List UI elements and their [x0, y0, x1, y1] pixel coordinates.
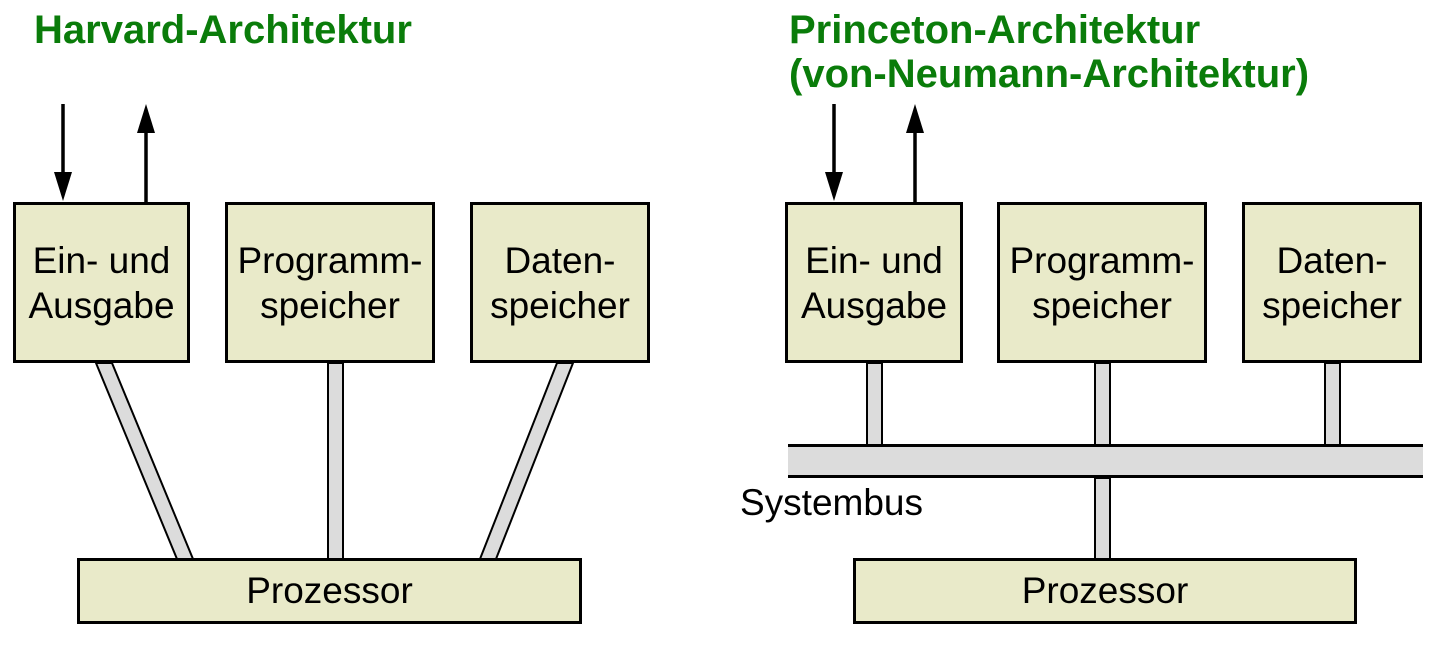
- princeton-title-line2: (von-Neumann-Architektur): [789, 52, 1310, 96]
- harvard-program-bus: [327, 362, 344, 560]
- systembus-label: Systembus: [740, 482, 924, 523]
- harvard-data-memory-box: Daten- speicher: [470, 202, 650, 363]
- princeton-title-line1: Princeton-Architektur: [789, 8, 1201, 52]
- princeton-title: Princeton-Architektur (von-Neumann-Archi…: [789, 8, 1309, 96]
- harvard-data-bus: [478, 362, 575, 560]
- princeton-data-connector: [1324, 362, 1341, 448]
- princeton-io-connector: [866, 362, 883, 448]
- princeton-input-arrowhead-icon: [825, 172, 843, 201]
- princeton-processor-box: Prozessor: [853, 558, 1357, 624]
- princeton-data-memory-box: Daten- speicher: [1242, 202, 1422, 363]
- princeton-program-memory-box: Programm- speicher: [997, 202, 1207, 363]
- harvard-io-box: Ein- und Ausgabe: [13, 202, 190, 363]
- princeton-output-arrowhead-icon: [906, 104, 924, 133]
- harvard-title: Harvard-Architektur: [34, 8, 412, 52]
- harvard-output-arrowhead-icon: [137, 104, 155, 133]
- harvard-io-bus: [94, 362, 195, 560]
- princeton-program-connector: [1094, 362, 1111, 448]
- harvard-input-arrowhead-icon: [54, 172, 72, 201]
- harvard-processor-box: Prozessor: [77, 558, 582, 624]
- systembus-bar: [788, 445, 1423, 477]
- princeton-processor-connector: [1094, 477, 1111, 560]
- harvard-program-memory-box: Programm- speicher: [225, 202, 435, 363]
- princeton-io-box: Ein- und Ausgabe: [785, 202, 963, 363]
